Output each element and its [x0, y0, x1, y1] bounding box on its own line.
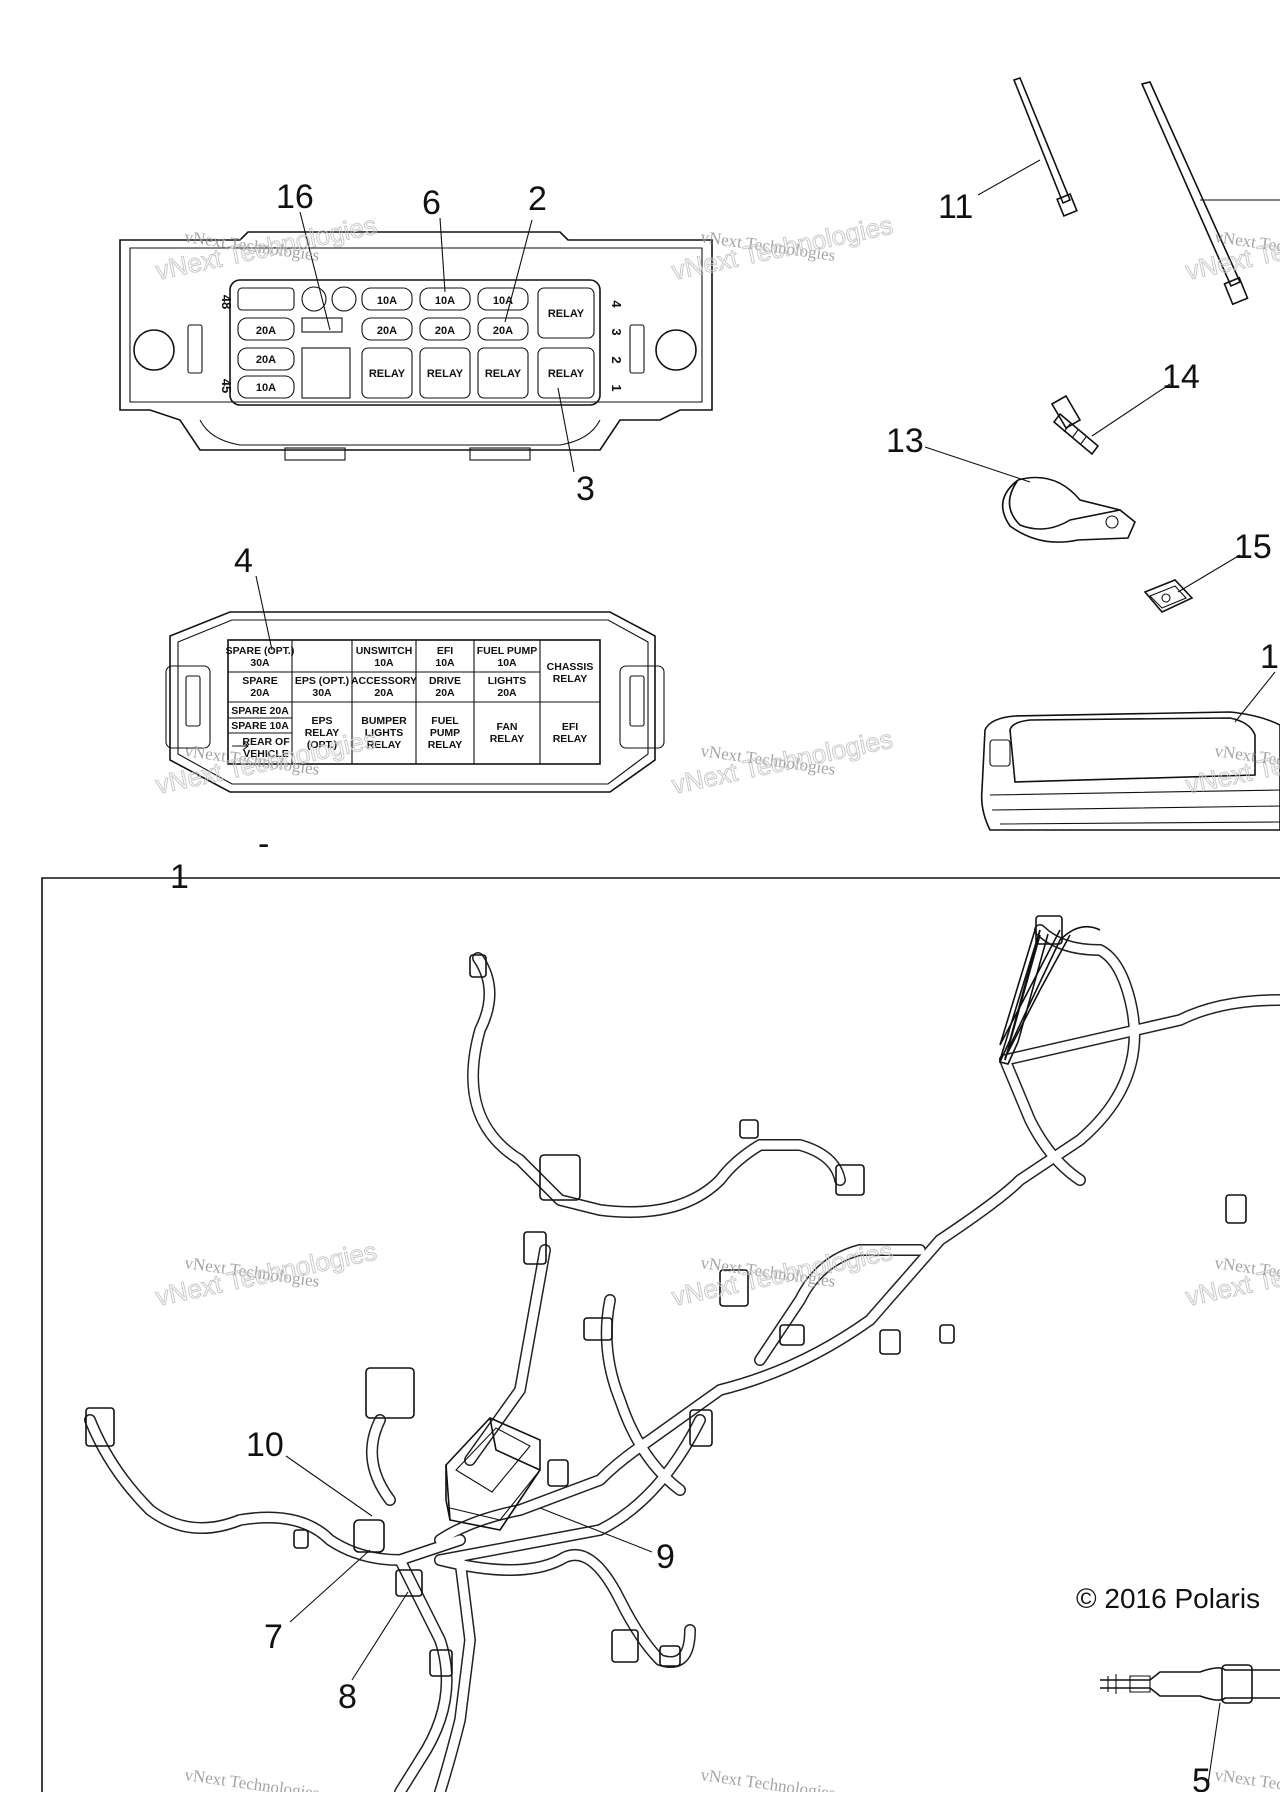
watermark-text: vNext Technologies	[669, 210, 895, 286]
fuse-label-cell: SPARE 20A	[231, 705, 289, 717]
fuse-label-cell: SPARE (OPT.)30A	[226, 645, 295, 669]
fuse-label: 10A	[435, 295, 455, 307]
inline-fuse-holder	[1100, 1664, 1280, 1704]
fuse-label: 20A	[493, 325, 513, 337]
callout-11: 11	[938, 188, 973, 226]
fuse-label-cell: SPARE 10A	[231, 720, 289, 732]
callout-13: 13	[886, 422, 924, 460]
harness-fuse-box	[445, 1417, 541, 1531]
callout-6: 6	[422, 184, 441, 222]
relay-label: RELAY	[369, 368, 406, 380]
callout-7: 7	[264, 1618, 283, 1656]
relay-label: RELAY	[485, 368, 522, 380]
watermark-text: vNext Technologies	[1183, 210, 1280, 286]
relay-label: RELAY	[427, 368, 464, 380]
callout-1: 1	[170, 858, 189, 896]
fuse-label: 20A	[256, 325, 276, 337]
p-clamp	[1001, 476, 1136, 543]
fuse-label: 10A	[256, 382, 276, 394]
callout-5: 5	[1192, 1762, 1211, 1792]
callout-14: 14	[1162, 358, 1200, 396]
relay-label: RELAY	[548, 368, 585, 380]
copyright-text: © 2016 Polaris	[1076, 1583, 1260, 1614]
callout-4: 4	[234, 542, 253, 580]
watermark-text: vNext Technologies	[1183, 724, 1280, 800]
cable-tie-short	[1012, 77, 1078, 218]
pin-number: 48	[219, 295, 234, 309]
watermark-text: vNext Technologies	[669, 724, 895, 800]
fuse-block: 10A 10A 10A RELAY 20A 20A 20A 20A 20A 10…	[119, 231, 713, 461]
watermark: vNext Technologies vNext Technologies vN…	[153, 209, 1280, 1797]
fuse-label: 10A	[493, 295, 513, 307]
clip-nut	[1143, 579, 1194, 613]
fuse-label-cover	[165, 611, 665, 793]
harness-panel-border	[41, 877, 1280, 1792]
cable-tie-long	[1140, 81, 1280, 306]
fuse-box-cover	[980, 711, 1280, 831]
dash-mark: -	[258, 825, 269, 863]
connectors	[85, 915, 1247, 1677]
watermark-text: vNext Technologies	[699, 1765, 836, 1792]
callout-8: 8	[338, 1678, 357, 1716]
callout-3: 3	[576, 470, 595, 508]
fuse-label: 10A	[377, 295, 397, 307]
fuse-label-cell: EPS (OPT.)30A	[295, 675, 349, 699]
relay-label: RELAY	[548, 308, 585, 320]
wire-harness	[84, 924, 1280, 1797]
fuse-label: 20A	[377, 325, 397, 337]
callout-15: 15	[1234, 528, 1272, 566]
pin-number: 45	[219, 379, 234, 393]
fuse-row-2: 20A 20A 20A 20A	[237, 317, 529, 341]
bolt	[1050, 394, 1100, 456]
callout-16: 16	[276, 178, 314, 216]
callout-9: 9	[656, 1538, 675, 1576]
pin-number: 2	[609, 356, 624, 363]
watermark-text: vNext Technologies	[1183, 1236, 1280, 1312]
pin-number: 4	[609, 300, 624, 308]
fuse-row-3-4: 20A 10A RELAY RELAY RELAY RELAY	[237, 347, 595, 399]
pin-number: 1	[609, 384, 624, 391]
fuse-label: 20A	[435, 325, 455, 337]
callout-12: 1	[1260, 638, 1279, 676]
callout-10: 10	[246, 1426, 284, 1464]
fuse-label: 20A	[256, 354, 276, 366]
pin-number: 3	[609, 328, 624, 335]
watermark-text: vNext Technologies	[1213, 1765, 1280, 1792]
callout-2: 2	[528, 180, 547, 218]
watermark-text: vNext Technologies	[183, 1765, 320, 1792]
watermark-text: vNext Technologies	[153, 1236, 379, 1312]
watermark-text: vNext Technologies	[669, 1236, 895, 1312]
fuse-row-1: 10A 10A 10A RELAY	[361, 287, 595, 339]
